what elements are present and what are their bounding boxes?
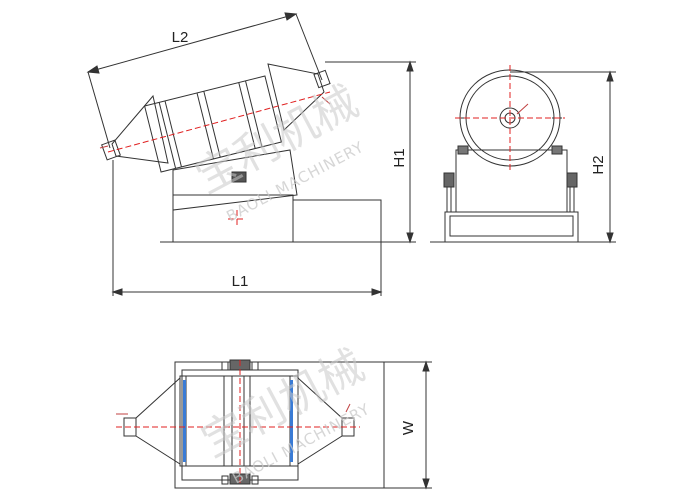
dim-l1 xyxy=(111,160,383,296)
dim-w xyxy=(384,360,432,490)
side-right-cone xyxy=(267,63,325,131)
side-bearing xyxy=(231,171,247,183)
dim-h1 xyxy=(325,60,416,244)
label-l1: L1 xyxy=(232,273,249,290)
side-right-valve xyxy=(313,69,331,89)
side-support xyxy=(172,149,298,211)
side-centerlines xyxy=(107,91,331,228)
label-w: W xyxy=(400,420,417,435)
label-l2: L2 xyxy=(172,29,189,46)
top-centerlines xyxy=(116,360,360,486)
top-frame xyxy=(174,361,385,489)
side-left-valve xyxy=(101,139,121,161)
dim-h2 xyxy=(510,70,616,244)
dim-l2 xyxy=(86,12,323,149)
top-blue-bands xyxy=(183,380,293,462)
end-centerlines xyxy=(455,65,565,172)
end-stand xyxy=(455,149,568,213)
top-left-cone xyxy=(135,376,181,465)
side-left-cone xyxy=(111,94,169,164)
label-h1: H1 xyxy=(391,148,408,167)
side-motor-box xyxy=(292,199,382,243)
label-h2: H2 xyxy=(590,155,607,174)
